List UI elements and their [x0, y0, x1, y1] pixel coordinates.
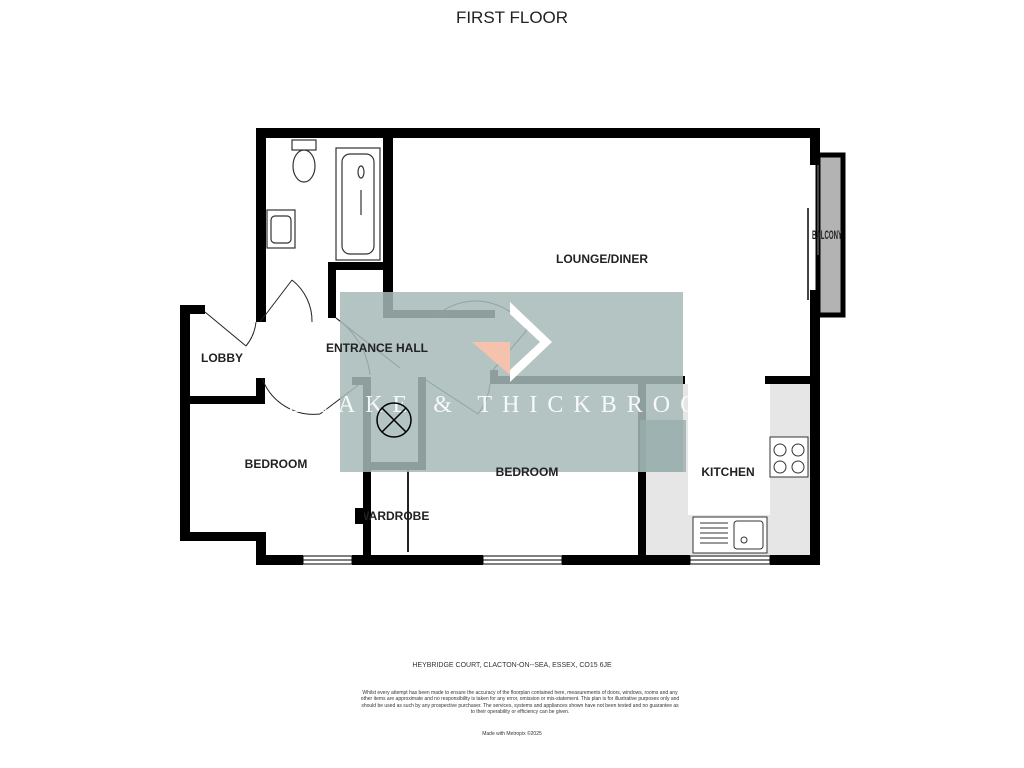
property-address: HEYBRIDGE COURT, CLACTON-ON--SEA, ESSEX,… — [412, 662, 612, 669]
watermark: BLAKE & THICKBROOM — [287, 292, 739, 472]
label-wardrobe: WARDROBE — [358, 509, 429, 523]
sink-icon — [692, 516, 768, 554]
label-lobby: LOBBY — [201, 351, 243, 365]
watermark-text: BLAKE & THICKBROOM — [287, 392, 739, 418]
bathroom-fixtures — [266, 139, 381, 261]
label-balcony: BALCONY — [812, 228, 842, 242]
boiler-icon — [376, 402, 412, 438]
label-lounge: LOUNGE/DINER — [556, 252, 648, 266]
floor-title: FIRST FLOOR — [455, 8, 569, 27]
label-bedroom-2: BEDROOM — [496, 465, 559, 479]
disclaimer-text: Whilst every attempt has been made to en… — [360, 690, 680, 715]
logo-arrow-icon — [510, 302, 552, 382]
label-entrance-hall: ENTRANCE HALL — [326, 341, 428, 355]
credit-text: Made with Metropix ©2025 — [482, 731, 542, 737]
label-kitchen: KITCHEN — [701, 465, 754, 479]
windows — [302, 555, 771, 565]
label-bedroom-1: BEDROOM — [245, 457, 308, 471]
toilet-icon — [292, 149, 316, 183]
hob-icon — [769, 436, 809, 478]
logo-accent-icon — [472, 342, 510, 375]
